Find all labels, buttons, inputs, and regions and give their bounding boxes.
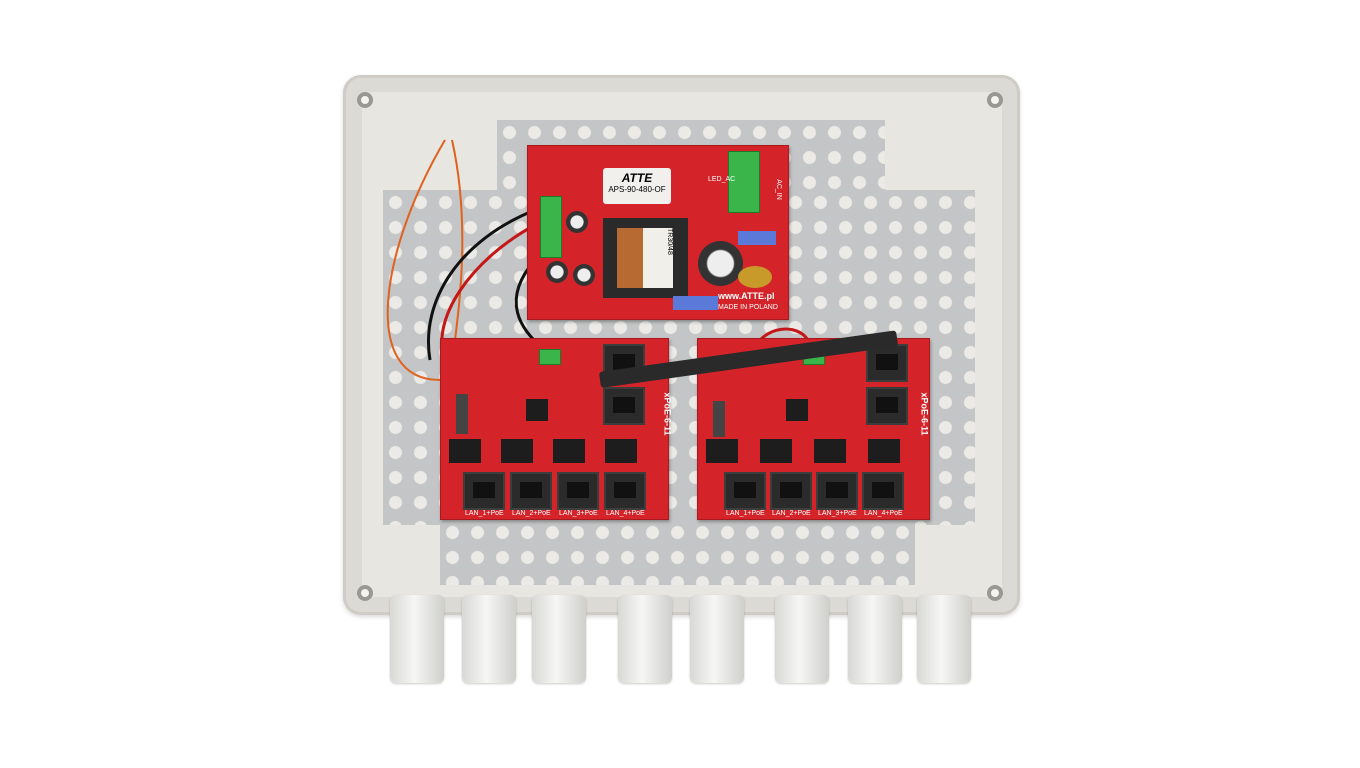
transformer-label: TR30/48 [643, 228, 673, 288]
output-terminal [540, 196, 562, 258]
x-capacitor [738, 231, 776, 245]
port-label: LAN_2+PoE [512, 510, 551, 517]
power-supply-board: ATTE APS-90-480-OF TR30/48 LED_AC AC_IN … [527, 145, 789, 320]
uplink-port[interactable] [866, 387, 908, 425]
capacitor [546, 261, 568, 283]
screw-icon [357, 585, 373, 601]
poe-board-1: xPoE-6-11 LAN_1+PoE LAN_2+PoE LAN_3+PoE … [440, 338, 673, 520]
model-label: APS-90-480-OF [608, 185, 666, 194]
cable-gland [690, 595, 744, 683]
capacitor [573, 264, 595, 286]
cable-gland [848, 595, 902, 683]
uplink-port[interactable] [603, 387, 645, 425]
power-label: ATTE APS-90-480-OF [603, 168, 671, 204]
cable-gland [775, 595, 829, 683]
cable-gland [390, 595, 444, 683]
port-label: LAN_1+PoE [465, 510, 504, 517]
lan-port-3[interactable] [816, 472, 858, 510]
port-label: LAN_3+PoE [559, 510, 598, 517]
input-terminal [728, 151, 760, 213]
mounting-plate-bottom [440, 520, 915, 585]
lan-port-4[interactable] [604, 472, 646, 510]
lan-port-1[interactable] [724, 472, 766, 510]
uplink-port[interactable] [866, 344, 908, 382]
port-label: LAN_2+PoE [772, 510, 811, 517]
ac-in-label: AC_IN [774, 179, 782, 200]
screw-icon [987, 92, 1003, 108]
screw-icon [357, 92, 373, 108]
toroid-coil [738, 266, 772, 288]
dip-switch[interactable] [456, 394, 468, 434]
port-label: LAN_4+PoE [606, 510, 645, 517]
capacitor [566, 211, 588, 233]
lan-port-1[interactable] [463, 472, 505, 510]
cable-gland [462, 595, 516, 683]
led-label: LED_AC [708, 176, 736, 183]
brand-logo: ATTE [621, 171, 653, 185]
lan-port-3[interactable] [557, 472, 599, 510]
lan-port-4[interactable] [862, 472, 904, 510]
port-label: LAN_3+PoE [818, 510, 857, 517]
capacitor [698, 241, 743, 286]
lan-port-2[interactable] [770, 472, 812, 510]
transformer: TR30/48 [603, 218, 688, 298]
board-model: xPoE-6-11 [919, 392, 930, 436]
cable-gland [618, 595, 672, 683]
cable-gland [532, 595, 586, 683]
dip-switch[interactable] [713, 401, 725, 437]
origin-label: MADE IN POLAND [718, 304, 778, 311]
lan-port-2[interactable] [510, 472, 552, 510]
board-model: xPoE-6-11 [662, 392, 673, 436]
cable-gland [917, 595, 971, 683]
screw-icon [987, 585, 1003, 601]
port-label: LAN_1+PoE [726, 510, 765, 517]
port-label: LAN_4+PoE [864, 510, 903, 517]
website-label: www.ATTE.pl [718, 291, 775, 301]
